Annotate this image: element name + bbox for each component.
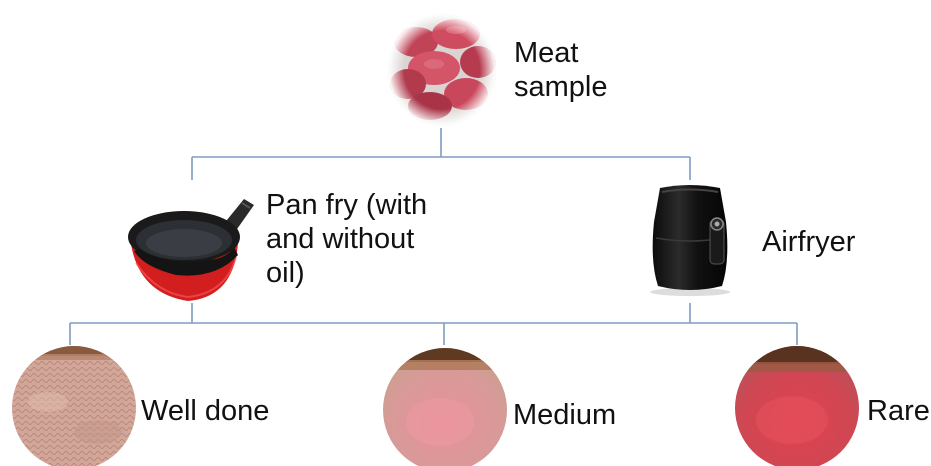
meat-label-line2: sample bbox=[514, 70, 608, 104]
well-done-label: Well done bbox=[141, 394, 269, 428]
meat-sample-label: Meat sample bbox=[514, 36, 608, 104]
airfryer-label: Airfryer bbox=[762, 225, 855, 259]
pan-label-line2: and without bbox=[266, 222, 427, 256]
air-fryer-icon bbox=[640, 182, 740, 298]
rare-label: Rare bbox=[867, 394, 930, 428]
medium-label: Medium bbox=[513, 398, 616, 432]
medium-steak-icon bbox=[380, 342, 510, 466]
raw-meat-icon bbox=[386, 12, 498, 130]
pan-fry-label: Pan fry (with and without oil) bbox=[266, 188, 427, 290]
pan-label-line1: Pan fry (with bbox=[266, 188, 427, 222]
well-done-steak-icon bbox=[8, 342, 140, 466]
meat-label-line1: Meat bbox=[514, 36, 608, 70]
rare-steak-icon bbox=[732, 342, 862, 466]
frying-pan-icon bbox=[126, 193, 258, 305]
pan-label-line3: oil) bbox=[266, 256, 427, 290]
